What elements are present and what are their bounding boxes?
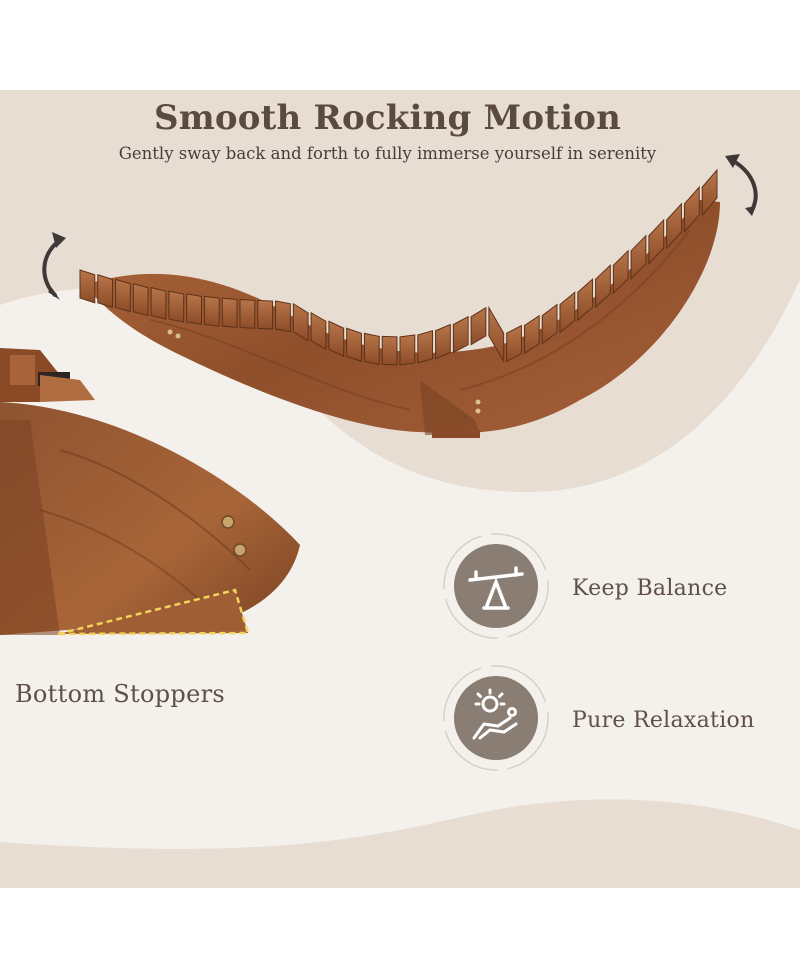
lounger-slat (150, 287, 167, 320)
lounger-slat (612, 249, 629, 295)
lounger-slat (221, 297, 238, 328)
product-banner: Smooth Rocking Motion Gently sway back a… (0, 90, 800, 888)
pure-relaxation-badge (443, 665, 549, 771)
lounger-slat (595, 264, 611, 309)
lounger-slat (381, 335, 398, 366)
rotate-arrow-right-icon (725, 154, 758, 216)
lounger-slat (310, 312, 327, 351)
seesaw-icon (468, 566, 524, 610)
lounger-slat (541, 303, 558, 345)
lounger-slat (328, 320, 345, 358)
lounger-slat (666, 202, 682, 250)
page-title: Smooth Rocking Motion (153, 98, 622, 138)
lounger-slat (630, 234, 647, 281)
lounger-slat (452, 315, 469, 354)
lounger-slat (523, 314, 540, 355)
banner-background (0, 154, 800, 849)
lounger-slat (257, 299, 274, 330)
feature-pure-relaxation-label: Pure Relaxation (572, 708, 755, 733)
lounger-slat (683, 185, 700, 234)
keep-balance-badge (443, 533, 549, 639)
rotate-arrow-left-icon (42, 232, 66, 300)
lounger-slat (292, 302, 309, 342)
light-wave-panel (0, 280, 800, 849)
feature-keep-balance-label: Keep Balance (572, 576, 728, 601)
lounger-slat (203, 295, 220, 327)
rocking-lounger (79, 168, 720, 438)
lounger-slat (363, 332, 380, 365)
lounger-slat (275, 300, 291, 333)
lounger-slat (239, 298, 256, 329)
lounger-slat (168, 290, 185, 323)
bottom-stopper-closeup (0, 348, 300, 636)
bottom-stoppers-label: Bottom Stoppers (15, 680, 225, 708)
lounger-slat (435, 323, 451, 360)
page-subtitle: Gently sway back and forth to fully imme… (118, 144, 657, 163)
lounger-slat (186, 293, 202, 325)
lounger-slat (115, 278, 131, 313)
lounger-slat (346, 327, 362, 363)
lounger-slat (79, 269, 96, 304)
lounger-slat (97, 274, 114, 309)
lounger-slat (506, 324, 522, 363)
lounger-slat (648, 218, 665, 265)
lounger-slat (577, 278, 594, 322)
lounger-slats (79, 168, 718, 366)
lounger-slat (488, 305, 505, 364)
lounger-slat (417, 330, 434, 364)
sun-lounger-icon (472, 688, 518, 740)
lounger-slat (399, 334, 416, 366)
lounger-slat (559, 291, 576, 334)
lounger-slat (701, 168, 718, 217)
lounger-slat (132, 283, 149, 317)
lounger-slat (470, 306, 487, 346)
